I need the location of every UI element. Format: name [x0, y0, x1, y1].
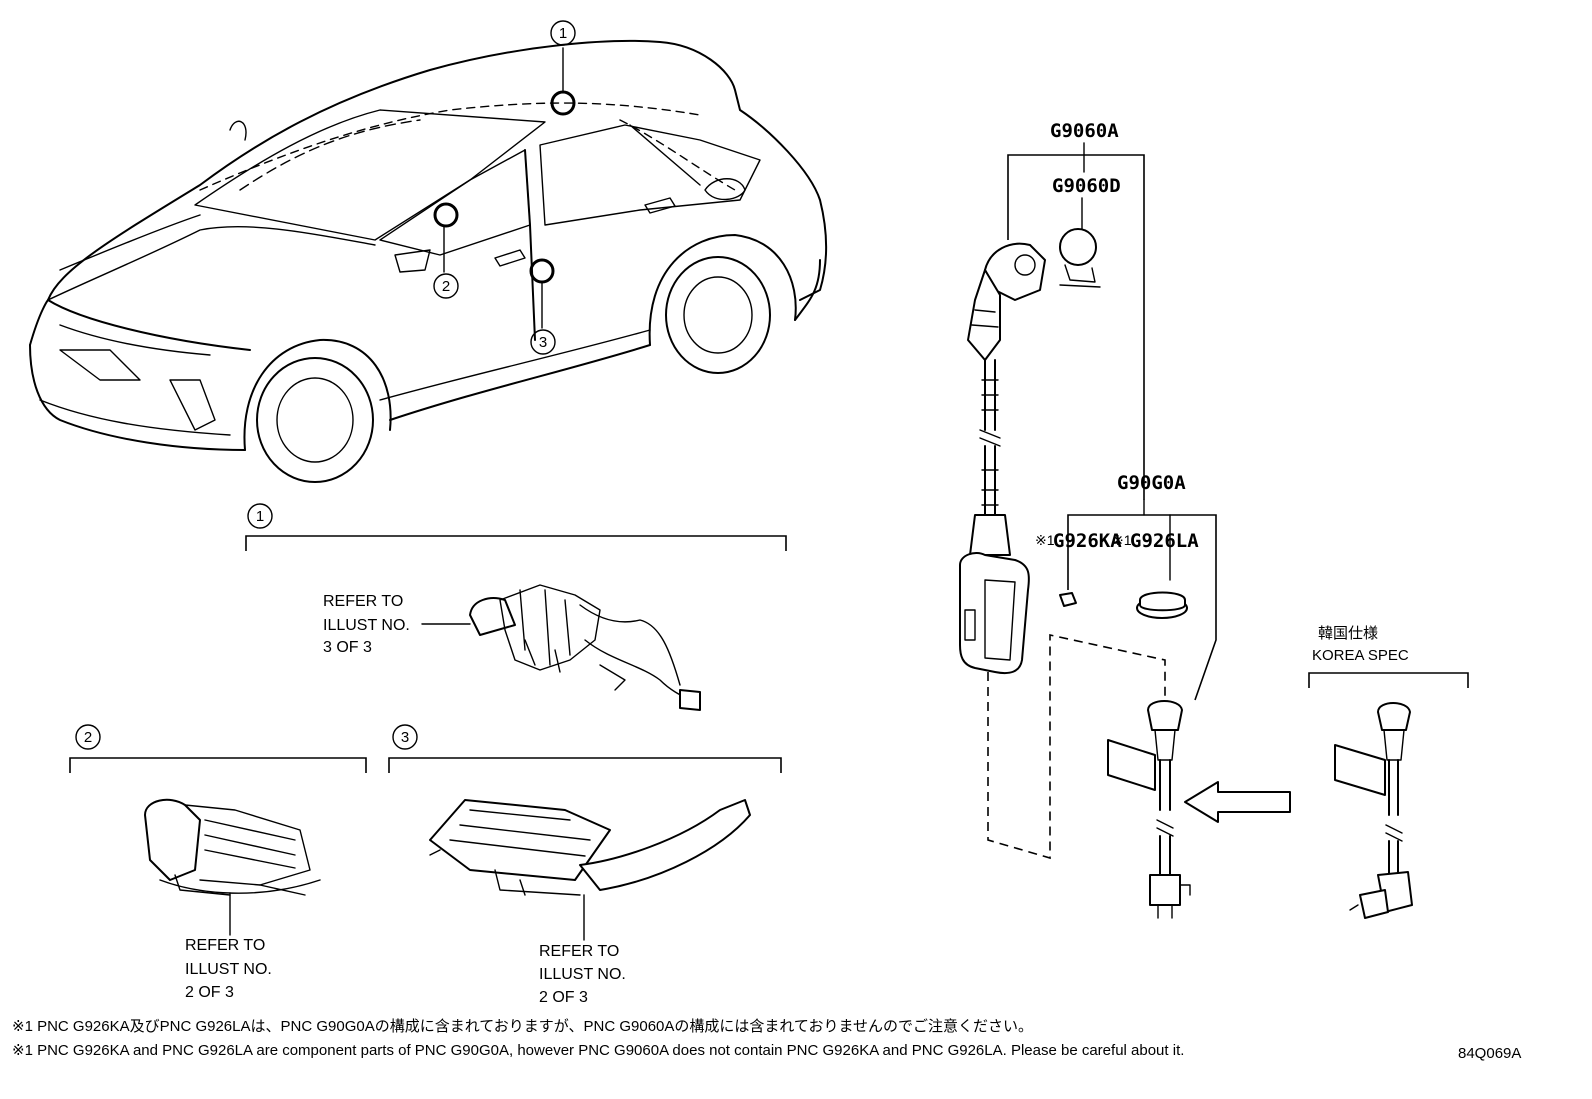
charging-connector — [967, 242, 1046, 361]
group-2-refer-line2: ILLUST NO. — [185, 961, 272, 978]
part-g926ka-mark: ※1 — [1035, 532, 1055, 548]
group-3: 3 REFER TO ILLUST NO. 2 OF 3 — [388, 724, 782, 1006]
vehicle-illustration — [29, 39, 828, 483]
group-3-refer-line1: REFER TO — [539, 943, 619, 960]
group-2: 2 REFER TO ILLUST NO. 2 OF 3 — [69, 724, 367, 1001]
part-g9060d: G9060D — [1052, 175, 1121, 197]
part-g926la: G926LA — [1130, 530, 1199, 552]
part-g926la-mark: ※1 — [1112, 532, 1132, 548]
control-box — [959, 514, 1030, 675]
charging-cable-assembly: G9060A G9060D — [959, 120, 1291, 919]
charger-part-3 — [429, 799, 751, 896]
car-callout-3: 3 — [529, 258, 556, 355]
group-2-refer-line3: 2 OF 3 — [185, 984, 234, 1001]
clip-part — [1059, 592, 1077, 607]
car-callout-1-label: 1 — [559, 25, 567, 42]
group-1: 1 REFER TO ILLUST NO. 3 OF 3 — [245, 503, 787, 711]
footnote-jp: ※1 PNC G926KA及びPNC G926LAは、PNC G90G0Aの構成… — [12, 1017, 1033, 1035]
replacement-arrow — [1184, 781, 1291, 823]
part-g9060a: G9060A — [1050, 120, 1119, 142]
connector-cap — [1059, 228, 1101, 288]
car-callout-3-label: 3 — [539, 334, 547, 351]
harness-part-1 — [469, 584, 701, 711]
group-3-refer-line3: 2 OF 3 — [539, 989, 588, 1006]
part-g90g0a: G90G0A — [1117, 472, 1186, 494]
korea-spec-jp: 韓国仕様 — [1318, 625, 1378, 642]
group-1-refer-line2: ILLUST NO. — [323, 617, 410, 634]
group-2-refer-line1: REFER TO — [185, 937, 265, 954]
car-callout-2: 2 — [433, 202, 459, 299]
illustration-id: 84Q069A — [1458, 1045, 1521, 1062]
group-1-refer-line1: REFER TO — [323, 593, 403, 610]
plug-cap — [1136, 591, 1188, 619]
korea-spec-en: KOREA SPEC — [1312, 647, 1409, 664]
group-3-number: 3 — [401, 729, 409, 746]
group-2-number: 2 — [84, 729, 92, 746]
korea-spec-group: 韓国仕様 KOREA SPEC — [1308, 625, 1469, 919]
korea-plug — [1334, 702, 1413, 919]
group-1-number: 1 — [256, 508, 264, 525]
ecu-part-2 — [144, 798, 321, 896]
group-3-refer-line2: ILLUST NO. — [539, 966, 626, 983]
footnote-en: ※1 PNC G926KA and PNC G926LA are compone… — [12, 1042, 1184, 1059]
wall-plug — [1107, 700, 1191, 919]
part-g926ka: G926KA — [1053, 530, 1122, 552]
group-1-refer-line3: 3 OF 3 — [323, 639, 372, 656]
car-callout-1: 1 — [550, 20, 576, 116]
car-callout-2-label: 2 — [442, 278, 450, 295]
